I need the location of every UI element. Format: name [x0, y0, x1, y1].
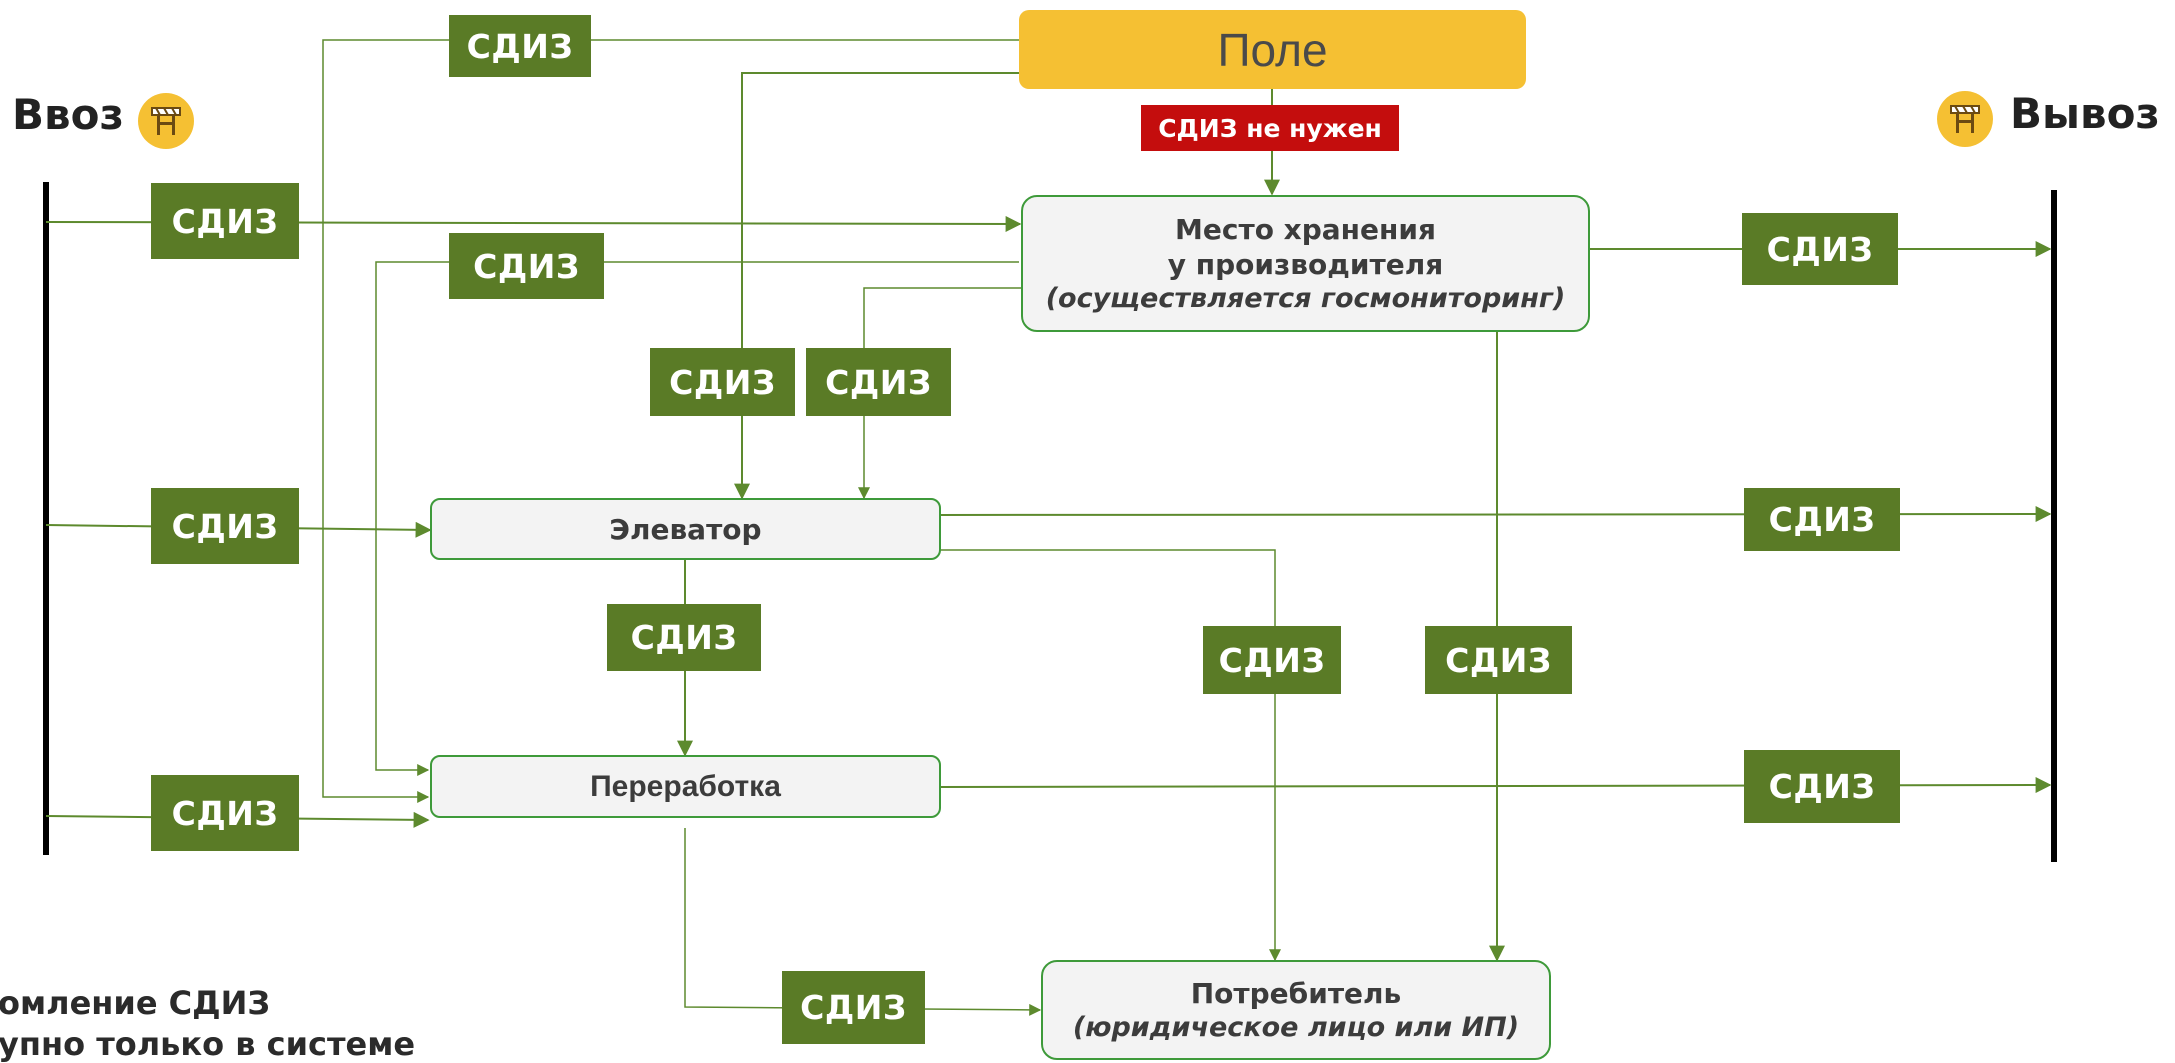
sdiz-tag-storage-consumer: СДИЗ — [1425, 626, 1572, 694]
storage-line1: Место хранения — [1175, 212, 1436, 246]
sdiz-tag-storage-elevator: СДИЗ — [806, 348, 951, 416]
export-label: Вывоз — [2010, 89, 2160, 138]
sdiz-tag-field-processing: СДИЗ — [449, 15, 591, 77]
sdiz-tag-field-elevator: СДИЗ — [650, 348, 795, 416]
storage-line2: у производителя — [1167, 247, 1444, 281]
sdiz-not-needed-badge: СДИЗ не нужен — [1141, 105, 1399, 151]
sdiz-tag-storage-processing: СДИЗ — [449, 233, 604, 299]
sdiz-tag-import-elevator: СДИЗ — [151, 488, 299, 564]
field-node: Поле — [1019, 10, 1526, 89]
edge-elevator-consumer — [940, 549, 1281, 962]
note-line1: омление СДИЗ — [0, 984, 271, 1022]
edge-field-elevator — [734, 72, 1019, 500]
sdiz-tag-elevator-consumer: СДИЗ — [1203, 626, 1341, 694]
sdiz-tag-storage-export: СДИЗ — [1742, 213, 1898, 285]
edge-field-processing — [322, 39, 1019, 803]
sdiz-tag-import-processing: СДИЗ — [151, 775, 299, 851]
edge-storage-processing — [375, 261, 1019, 776]
consumer-line2: (юридическое лицо или ИП) — [1072, 1011, 1520, 1043]
storage-line3: (осуществляется госмониторинг) — [1045, 282, 1566, 314]
sdiz-tag-import-storage: СДИЗ — [151, 183, 299, 259]
consumer-line1: Потребитель — [1190, 976, 1402, 1010]
processing-node: Переработка — [430, 755, 941, 818]
elevator-node: Элеватор — [430, 498, 941, 560]
note-line2: упно только в системе — [0, 1025, 416, 1063]
edge-storage-elevator — [858, 287, 1022, 500]
storage-node: Место хранения у производителя (осуществ… — [1021, 195, 1590, 332]
sdiz-tag-elevator-processing: СДИЗ — [607, 604, 761, 671]
consumer-node: Потребитель (юридическое лицо или ИП) — [1041, 960, 1551, 1060]
barrier-icon-import — [138, 93, 194, 149]
elevator-label: Элеватор — [609, 512, 762, 546]
sdiz-tag-processing-consumer: СДИЗ — [782, 971, 925, 1044]
sdiz-tag-elevator-export: СДИЗ — [1744, 488, 1900, 551]
sdiz-tag-processing-export: СДИЗ — [1744, 750, 1900, 823]
import-label: Ввоз — [12, 90, 124, 139]
processing-label: Переработка — [590, 769, 781, 803]
barrier-icon-export — [1937, 91, 1993, 147]
